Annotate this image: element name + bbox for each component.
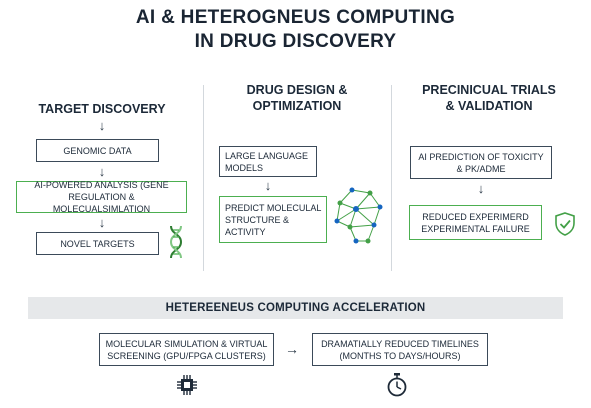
stopwatch-icon: [387, 373, 407, 397]
processor-chip-icon: [177, 375, 197, 395]
genomic-data-box: GENOMIC DATA: [36, 139, 159, 162]
ai-powered-analysis-box: AI-POWERED ANALYSIS (GENE REGULATION & M…: [16, 180, 187, 214]
column-divider-left: [203, 85, 204, 271]
heterogeneous-computing-band: HETEREENEUS COMPUTING ACCELERATION: [28, 297, 563, 319]
page-title-line2: IN DRUG DISCOVERY: [194, 31, 397, 52]
preclinical-heading-line1: PRECINICUAL TRIALS: [422, 83, 556, 97]
preclinical-heading-line2: & VALIDATION: [445, 99, 533, 113]
target-arrow-1: ↓: [98, 118, 106, 133]
target-arrow-2: ↓: [98, 164, 106, 179]
dna-icon: [169, 225, 183, 259]
page-title-line1: AI & HETEROGNEUS COMPUTING: [135, 7, 456, 28]
molecular-simulation-box: MOLECULAR SIMULATION & VIRTUAL SCREENING…: [99, 333, 274, 366]
molecule-network-icon: [334, 187, 383, 244]
target-discovery-heading: TARGET DISCOVERY: [38, 102, 166, 116]
design-arrow-1: ↓: [264, 178, 272, 193]
ai-prediction-toxicity-box: AI PREDICTION OF TOXICITY & PK/ADME: [410, 146, 552, 179]
large-language-models-box: LARGE LANGUAGE MODELS: [219, 146, 317, 177]
column-divider-right: [391, 85, 392, 271]
acceleration-arrow: →: [285, 341, 299, 357]
drug-design-heading-line2: OPTIMIZATION: [252, 99, 342, 113]
preclinical-arrow-1: ↓: [477, 181, 485, 196]
target-arrow-3: ↓: [98, 215, 106, 230]
novel-targets-box: NOVEL TARGETS: [36, 232, 159, 255]
reduced-experimental-failure-box: REDUCED EXPERIMERD EXPERIMENTAL FAILURE: [409, 205, 542, 240]
drug-design-heading-line1: DRUG DESIGN &: [246, 83, 348, 97]
shield-check-icon: [555, 212, 575, 236]
predict-molecular-structure-box: PREDICT MOLECULAL STRUCTURE & ACTIVITY: [219, 196, 327, 243]
reduced-timelines-box: DRAMATIALLY REDUCED TIMELINES (MONTHS TO…: [312, 333, 488, 366]
